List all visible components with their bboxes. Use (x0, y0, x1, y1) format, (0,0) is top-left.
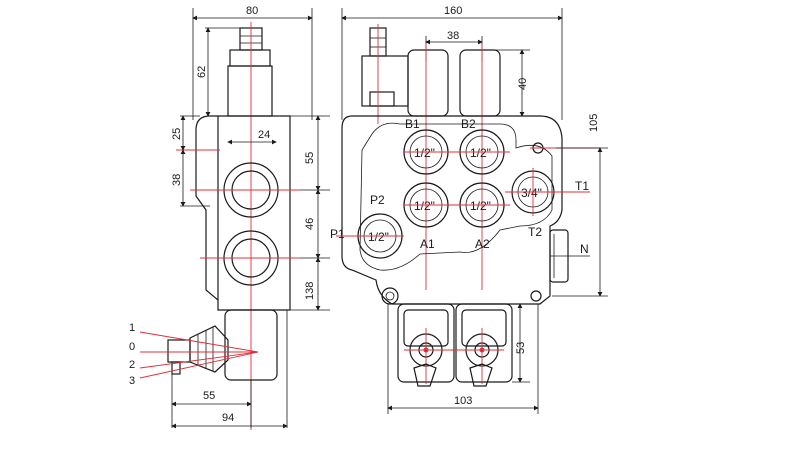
dim-spool-height: 40 (517, 78, 529, 90)
dim-side-left-upper: 25 (171, 128, 183, 140)
port-label-t2: T2 (528, 225, 542, 239)
lever-pos-0: 0 (129, 341, 135, 353)
dim-spool-pitch: 38 (447, 30, 459, 42)
port-size-p: 1/2" (368, 230, 389, 244)
spool-housing (227, 65, 273, 117)
port-size-a1: 1/2" (414, 199, 435, 213)
port-size-a2: 1/2" (470, 199, 491, 213)
port-size-b2: 1/2" (470, 146, 491, 160)
port-label-p1: P1 (330, 227, 345, 241)
dim-lever-total: 94 (222, 412, 234, 424)
dim-actuator-height: 53 (515, 342, 527, 354)
dim-side-width: 80 (246, 5, 258, 17)
port-size-t: 3/4" (521, 186, 542, 200)
dim-side-inner: 24 (258, 129, 270, 141)
spool-cap-1 (407, 49, 449, 117)
front-view: 160 38 40 B1 B2 P2 P1 A1 A2 T1 T2 N (330, 5, 608, 414)
dim-front-height: 105 (588, 114, 600, 132)
side-view: 80 62 25 38 24 (129, 5, 330, 430)
actuator-right (455, 303, 513, 383)
dim-side-right-total: 138 (304, 282, 316, 300)
port-label-a1: A1 (420, 237, 435, 251)
dim-front-width: 160 (444, 5, 462, 17)
dim-side-right-mid: 46 (304, 218, 316, 230)
dim-side-top: 62 (196, 66, 208, 78)
lever-boot (189, 325, 229, 373)
port-label-b2: B2 (461, 117, 476, 131)
port-label-t1: T1 (575, 179, 589, 193)
lever-knob (167, 339, 191, 363)
dim-side-right-upper: 55 (304, 152, 316, 164)
port-label-b1: B1 (405, 117, 420, 131)
port-label-a2: A2 (475, 237, 490, 251)
front-body (341, 115, 563, 305)
spool-cap-2 (459, 49, 501, 117)
side-body (195, 115, 291, 311)
dim-side-left-lower: 38 (171, 174, 183, 186)
lever-pos-1: 1 (129, 322, 135, 334)
dim-lever-reach: 55 (203, 390, 215, 402)
port-label-n: N (580, 242, 589, 256)
mount-hole-bottom-left (381, 287, 399, 305)
port-size-b1: 1/2" (414, 146, 435, 160)
dim-front-bottom-width: 103 (454, 395, 472, 407)
mount-hole-bottom-right (530, 290, 542, 302)
lever-pos-2: 2 (129, 359, 135, 371)
port-label-p2: P2 (370, 193, 385, 207)
lever-pos-3: 3 (129, 375, 135, 387)
